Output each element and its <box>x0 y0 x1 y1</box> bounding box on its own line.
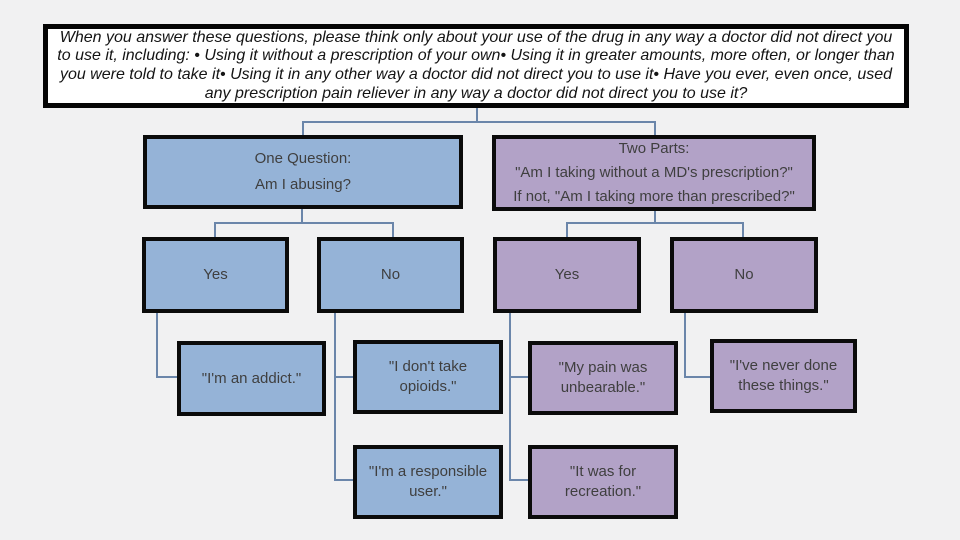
connector-right-yes-elbow-2 <box>509 479 529 481</box>
intro-textbox: When you answer these questions, please … <box>43 24 909 108</box>
node-left-yes: Yes <box>142 237 289 313</box>
connector-left-rail <box>214 222 394 224</box>
connector-left-yes-drop <box>156 312 158 378</box>
connector-left-yes-elbow <box>156 376 178 378</box>
connector-right-yes-elbow-1 <box>509 376 529 378</box>
connector-right-no-elbow <box>684 376 711 378</box>
connector-intro-rail <box>302 121 656 123</box>
connector-left-no-elbow-2 <box>334 479 354 481</box>
connector-intro-stem <box>476 108 478 123</box>
node-one-question: One Question: Am I abusing? <box>143 135 463 209</box>
connector-right-yes-drop <box>509 312 511 481</box>
node-pain-unbearable: "My pain was unbearable." <box>528 341 678 415</box>
connector-left-no-drop <box>334 312 336 481</box>
connector-right-rail-to-yes <box>566 222 568 238</box>
node-left-no: No <box>317 237 464 313</box>
node-never-done-things: "I've never done these things." <box>710 339 857 413</box>
node-two-parts: Two Parts: "Am I taking without a MD's p… <box>492 135 816 211</box>
node-im-an-addict: "I'm an addict." <box>177 341 326 416</box>
connector-left-root-stem <box>301 208 303 224</box>
node-right-yes: Yes <box>493 237 641 313</box>
node-dont-take-opioids: "I don't take opioids." <box>353 340 503 414</box>
node-responsible-user: "I'm a responsible user." <box>353 445 503 519</box>
connector-right-rail <box>566 222 744 224</box>
connector-rail-to-right-root <box>654 121 656 136</box>
node-right-no: No <box>670 237 818 313</box>
connector-left-rail-to-no <box>392 222 394 238</box>
connector-left-rail-to-yes <box>214 222 216 238</box>
connector-right-root-stem <box>654 210 656 224</box>
connector-right-rail-to-no <box>742 222 744 238</box>
node-for-recreation: "It was for recreation." <box>528 445 678 519</box>
connector-left-no-elbow-1 <box>334 376 354 378</box>
connector-right-no-drop <box>684 312 686 378</box>
connector-rail-to-left-root <box>302 121 304 136</box>
